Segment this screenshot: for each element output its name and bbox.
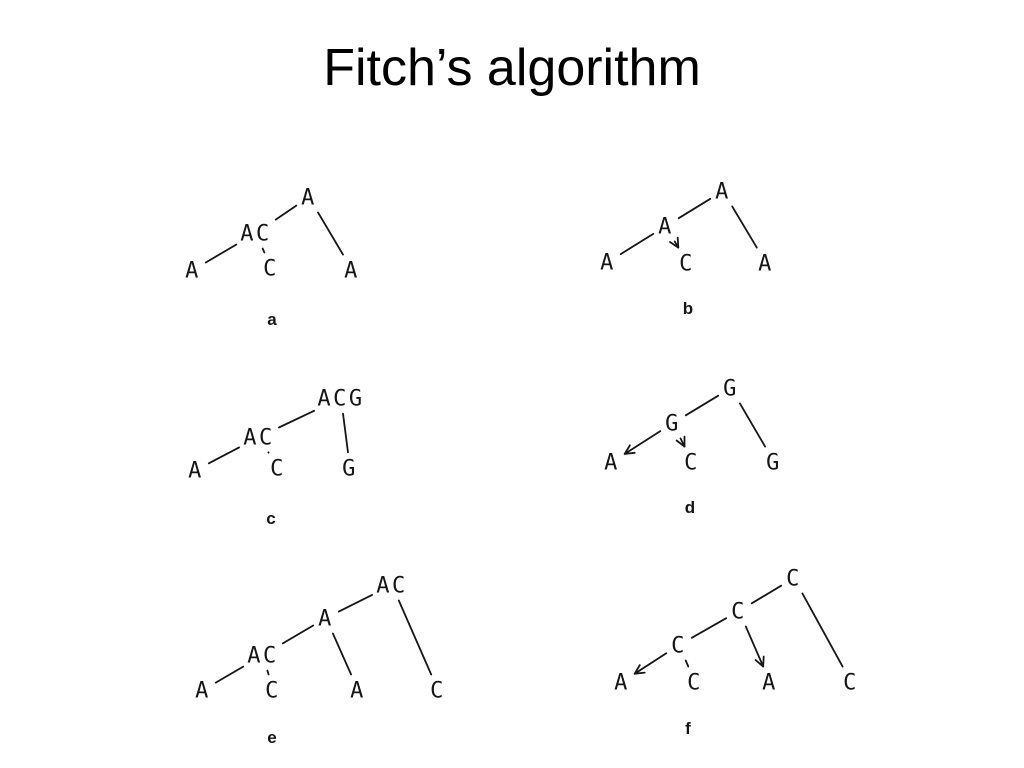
tree-node-g: G: [342, 456, 358, 481]
tree-node-c: C: [731, 599, 747, 624]
panel-label-f: f: [685, 719, 691, 738]
tree-node-a: A: [188, 458, 204, 483]
tree-edge: [750, 584, 783, 605]
tree-node-c: C: [684, 450, 700, 475]
panel-label-e: e: [267, 728, 276, 747]
tree-node-a: A: [762, 670, 778, 695]
tree-node-c: C: [270, 456, 286, 481]
tree-edge: [690, 617, 728, 639]
tree-node-g: G: [665, 411, 681, 436]
tree-edge: [317, 211, 344, 256]
panel-label-d: d: [685, 498, 695, 517]
tree-node-a: A: [318, 606, 334, 631]
tree-edge: [277, 409, 316, 429]
tree-node-c: C: [265, 678, 281, 703]
tree-node-ac: AC: [243, 425, 275, 450]
tree-node-g: G: [723, 376, 739, 401]
tree-node-a: A: [195, 678, 211, 703]
panel-label-a: a: [267, 310, 277, 329]
tree-node-ac: AC: [240, 221, 272, 246]
tree-edge: [397, 599, 433, 676]
tree-edge: [342, 412, 349, 454]
tree-node-g: G: [766, 450, 782, 475]
arrowhead-icon: [675, 435, 686, 448]
tree-node-a: A: [614, 670, 630, 695]
tree-edge: [684, 394, 720, 417]
tree-edge: [744, 625, 765, 668]
tree-node-a: A: [350, 678, 366, 703]
tree-node-c: C: [786, 566, 802, 591]
tree-edge: [623, 430, 662, 455]
tree-node-a: A: [600, 250, 616, 275]
tree-node-a: A: [658, 214, 674, 239]
tree-edge: [684, 659, 690, 668]
arrowhead-icon: [623, 444, 636, 455]
arrowhead-icon: [754, 655, 765, 668]
tree-node-a: A: [715, 179, 731, 204]
tree-node-c: C: [843, 670, 859, 695]
panel-label-b: b: [683, 299, 693, 318]
tree-node-c: C: [679, 251, 695, 276]
tree-node-c: C: [430, 678, 446, 703]
tree-node-ac: AC: [376, 573, 408, 598]
tree-edge: [633, 652, 668, 675]
tree-edge: [204, 243, 238, 264]
tree-node-c: C: [671, 633, 687, 658]
tree-node-a: A: [301, 185, 317, 210]
arrowhead-icon: [633, 664, 646, 675]
tree-edge: [331, 632, 353, 676]
tree-edge: [261, 247, 266, 254]
tree-node-a: A: [185, 258, 201, 283]
tree-edge: [337, 594, 374, 613]
panel-label-c: c: [266, 509, 275, 528]
tree-edge: [677, 197, 712, 220]
arrowhead-icon: [669, 236, 680, 249]
tree-edge: [739, 402, 766, 448]
tree-node-acg: ACG: [317, 386, 364, 411]
tree-edge: [731, 205, 758, 249]
tree-node-ac: AC: [247, 643, 279, 668]
tree-edge: [801, 592, 844, 668]
tree-node-c: C: [263, 256, 279, 281]
tree-node-c: C: [687, 670, 703, 695]
tree-edge: [266, 669, 270, 676]
tree-edge: [207, 446, 241, 465]
tree-node-a: A: [344, 258, 360, 283]
tree-node-a: A: [758, 251, 774, 276]
tree-edge: [214, 665, 245, 684]
tree-edge: [619, 232, 655, 256]
page-title: Fitch’s algorithm: [323, 39, 701, 97]
tree-edge: [281, 624, 315, 645]
tree-edge: [274, 204, 298, 221]
tree-node-a: A: [604, 450, 620, 475]
